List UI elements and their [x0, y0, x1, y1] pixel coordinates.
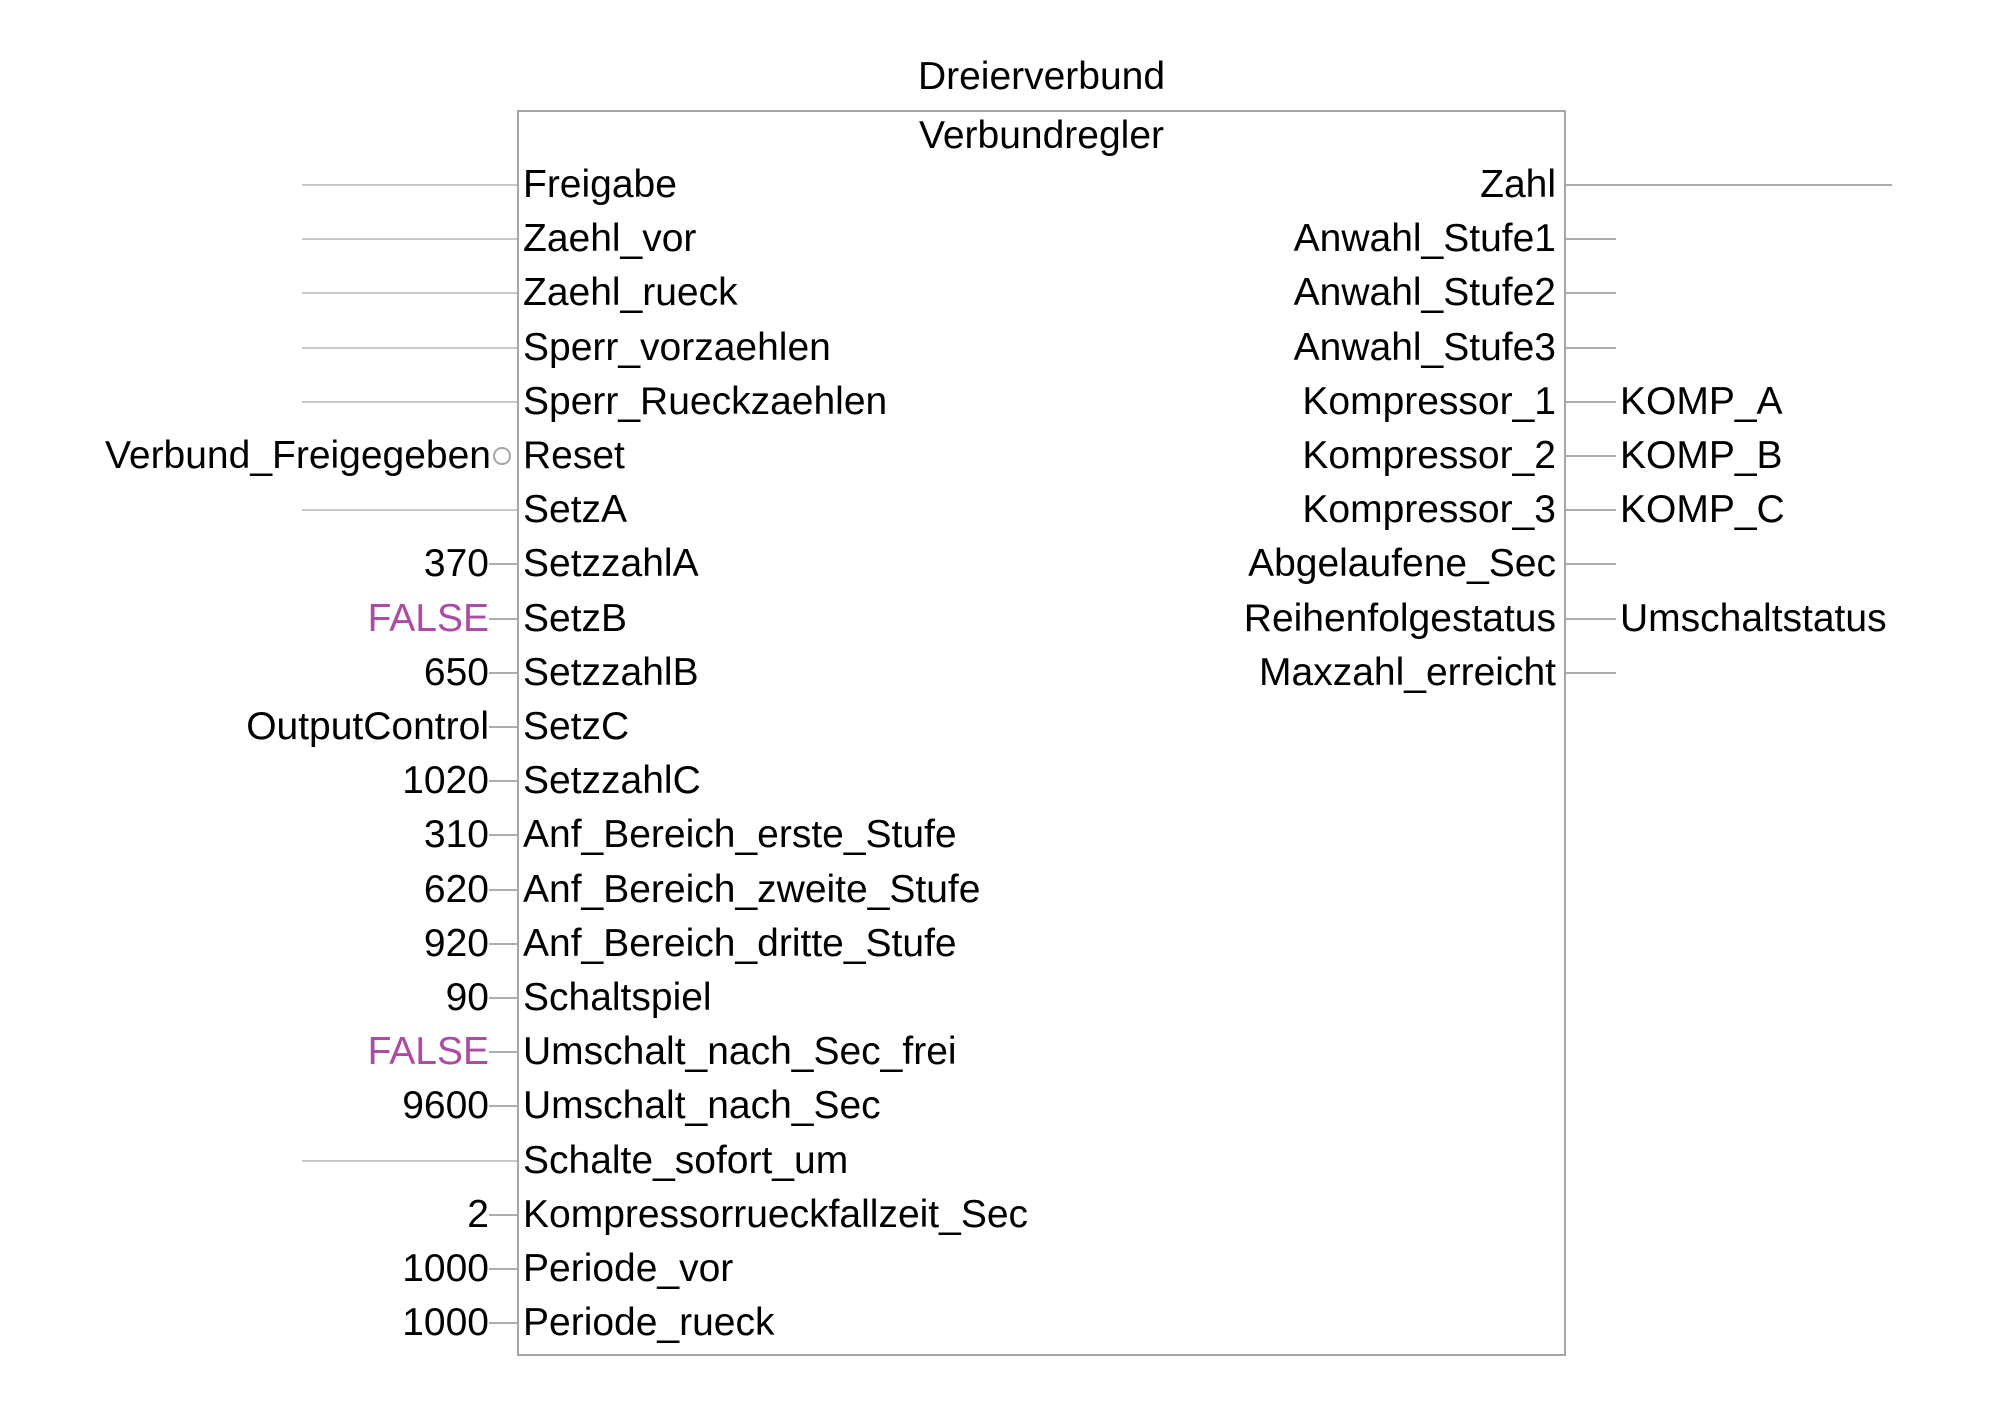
output-pin-label: Anwahl_Stufe2 [1293, 271, 1556, 314]
output-stub [1566, 455, 1616, 457]
output-pin-label: Kompressor_3 [1302, 488, 1556, 531]
input-operand[interactable]: 650 [423, 651, 489, 694]
input-wire-dash [489, 1322, 517, 1324]
input-pin-label: Umschalt_nach_Sec [523, 1084, 881, 1127]
output-stub [1566, 401, 1616, 403]
external-variable-label[interactable]: KOMP_B [1620, 434, 1783, 477]
function-block-box[interactable] [517, 110, 1566, 1356]
output-stub [1566, 509, 1616, 511]
input-wire-dash [489, 943, 517, 945]
output-pin-label: Maxzahl_erreicht [1259, 651, 1556, 694]
input-wire-dash [489, 1105, 517, 1107]
input-pin-label: SetzzahlB [523, 651, 699, 694]
input-pin-label: Zaehl_vor [523, 217, 697, 260]
input-pin-label: SetzA [523, 488, 628, 531]
input-pin-label: Anf_Bereich_erste_Stufe [523, 813, 957, 856]
input-operand[interactable]: 90 [445, 976, 489, 1019]
input-operand[interactable]: 310 [423, 813, 489, 856]
output-stub [1566, 563, 1616, 565]
output-stub [1566, 292, 1616, 294]
output-stub [1566, 618, 1616, 620]
input-pin-label: SetzC [523, 705, 630, 748]
input-pin-label: Kompressorrueckfallzeit_Sec [523, 1193, 1029, 1236]
input-pin-label: SetzB [523, 597, 628, 640]
block-type-name: Verbundregler [918, 114, 1164, 157]
input-operand[interactable]: 2 [467, 1193, 489, 1236]
input-pin-label: Reset [523, 434, 625, 477]
output-pin-label: Kompressor_2 [1302, 434, 1556, 477]
input-pin-label: Freigabe [523, 163, 677, 206]
input-pin-label: Schalte_sofort_um [523, 1139, 849, 1182]
output-pin-label: Abgelaufene_Sec [1248, 542, 1556, 585]
input-wire-dash [489, 780, 517, 782]
input-wire [302, 292, 517, 294]
input-operand[interactable]: 9600 [402, 1084, 489, 1127]
input-wire-dash [489, 1268, 517, 1270]
output-stub [1566, 238, 1616, 240]
output-pin-label: Reihenfolgestatus [1243, 597, 1556, 640]
input-wire [302, 401, 517, 403]
input-operand[interactable]: FALSE [367, 1030, 489, 1073]
input-pin-label: Zaehl_rueck [523, 271, 738, 314]
input-wire-dash [489, 997, 517, 999]
input-wire-dash [489, 889, 517, 891]
input-wire-dash [489, 1214, 517, 1216]
input-operand[interactable]: 620 [423, 868, 489, 911]
input-wire [302, 238, 517, 240]
input-operand[interactable]: 1020 [402, 759, 489, 802]
input-pin-label: Schaltspiel [523, 976, 712, 1019]
output-stub [1566, 672, 1616, 674]
input-wire [302, 347, 517, 349]
input-pin-label: Anf_Bereich_zweite_Stufe [523, 868, 981, 911]
input-wire [302, 184, 517, 186]
input-wire-dash [489, 726, 517, 728]
input-pin-label: SetzzahlA [523, 542, 699, 585]
negation-circle [493, 447, 511, 465]
input-pin-label: Sperr_Rueckzaehlen [523, 380, 888, 423]
input-pin-label: Periode_rueck [523, 1301, 775, 1344]
output-wire [1566, 184, 1892, 186]
input-pin-label: Periode_vor [523, 1247, 734, 1290]
output-pin-label: Zahl [1480, 163, 1556, 206]
output-stub [1566, 347, 1616, 349]
input-operand[interactable]: 920 [423, 922, 489, 965]
input-operand[interactable]: 370 [423, 542, 489, 585]
input-wire-dash [489, 834, 517, 836]
input-wire-dash [489, 672, 517, 674]
input-pin-label: Umschalt_nach_Sec_frei [523, 1030, 957, 1073]
input-operand[interactable]: Verbund_Freigegeben [105, 434, 491, 477]
output-pin-label: Kompressor_1 [1302, 380, 1556, 423]
block-instance-name: Dreierverbund [917, 55, 1166, 98]
input-wire-dash [489, 1051, 517, 1053]
input-operand[interactable]: 1000 [402, 1301, 489, 1344]
input-operand[interactable]: OutputControl [246, 705, 489, 748]
output-pin-label: Anwahl_Stufe3 [1293, 326, 1556, 369]
input-operand[interactable]: FALSE [367, 597, 489, 640]
input-wire-dash [489, 563, 517, 565]
external-variable-label[interactable]: Umschaltstatus [1620, 597, 1887, 640]
external-variable-label[interactable]: KOMP_A [1620, 380, 1783, 423]
input-operand[interactable]: 1000 [402, 1247, 489, 1290]
input-pin-label: Anf_Bereich_dritte_Stufe [523, 922, 957, 965]
input-wire [302, 509, 517, 511]
external-variable-label[interactable]: KOMP_C [1620, 488, 1785, 531]
output-pin-label: Anwahl_Stufe1 [1293, 217, 1556, 260]
input-pin-label: SetzzahlC [523, 759, 701, 802]
input-pin-label: Sperr_vorzaehlen [523, 326, 831, 369]
input-wire [302, 1160, 517, 1162]
input-wire-dash [489, 618, 517, 620]
